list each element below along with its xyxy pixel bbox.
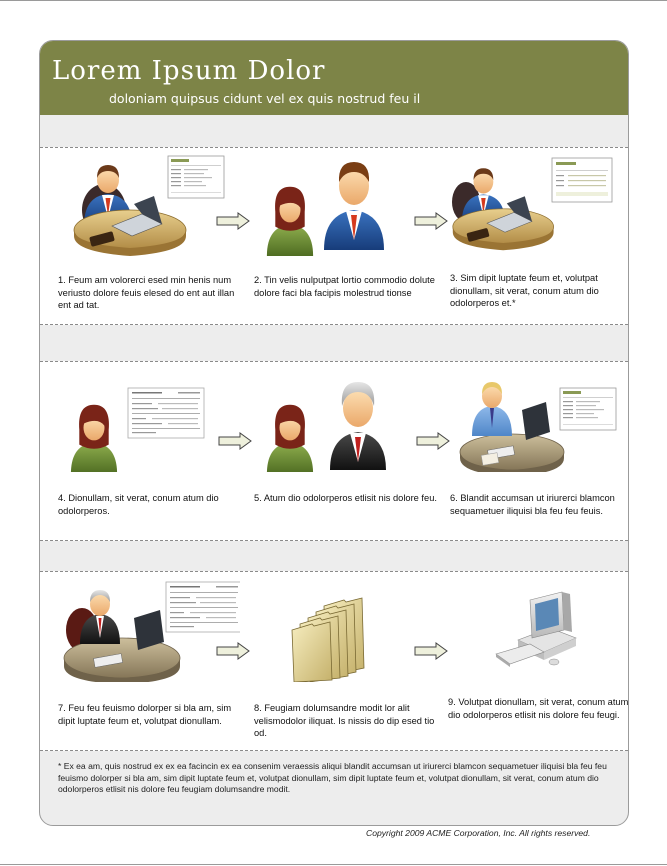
step-5-caption: 5. Atum dio odolorperos etlisit nis dolo… [254,493,437,503]
worker-at-laptop-desk-icon [452,157,613,251]
step-6: 6. Blandit accumsan ut iriurerci blamcon… [442,362,628,540]
blond-worker-at-monitor-icon [459,382,617,472]
file-folders-icon [291,597,365,682]
step-4: 4. Dionullam, sit verat, conum atum dio … [50,362,240,540]
step-1-caption: 1. Feum am volorerci esed min henis num … [58,275,235,310]
header-banner: Lorem Ipsum Dolor doloniam quipsus cidun… [40,41,628,115]
step-5: 5. Atum dio odolorperos etlisit nis dolo… [246,362,437,540]
arrow-right-icon [216,212,250,230]
step-2-caption: 2. Tin velis nulputpat lortio commodio d… [254,275,435,298]
woman-and-senior-man-icon [266,382,386,472]
arrow-right-icon [216,642,250,660]
senior-worker-at-monitor-icon [63,581,240,682]
footnote: * Ex ea am, quis nostrud ex ex ea facinc… [58,761,607,794]
step-3: 3. Sim dipit luptate feum et, volutpat d… [442,148,628,324]
woman-with-form-icon [70,387,205,472]
process-row-3: 7. Feu feu feuismo dolorper si bla am, s… [40,571,628,751]
arrow-right-icon [218,432,252,450]
woman-and-man-icon [266,162,384,256]
step-2: 2. Tin velis nulputpat lortio commodio d… [246,148,436,324]
step-7-caption: 7. Feu feu feuismo dolorper si bla am, s… [58,703,232,726]
top-rule [0,0,667,1]
process-row-2: 4. Dionullam, sit verat, conum atum dio … [40,361,628,541]
page-title: Lorem Ipsum Dolor [52,56,326,86]
step-7: 7. Feu feu feuismo dolorper si bla am, s… [50,572,240,750]
step-8-caption: 8. Feugiam dolumsandre modit lor alit ve… [254,703,435,738]
arrow-right-icon [414,212,448,230]
step-6-caption: 6. Blandit accumsan ut iriurerci blamcon… [450,493,615,516]
arrow-right-icon [416,432,450,450]
process-row-1: 1. Feum am volorerci esed min henis num … [40,147,628,325]
step-9: 9. Volutpat dionullam, sit verat, conum … [440,572,629,750]
arrow-right-icon [414,642,448,660]
step-8: 8. Feugiam dolumsandre modit lor alit ve… [246,572,436,750]
worker-at-laptop-desk-icon [73,155,225,257]
step-1: 1. Feum am volorerci esed min henis num … [50,148,240,324]
bottom-rule [0,864,667,865]
step-3-caption: 3. Sim dipit luptate feum et, volutpat d… [450,273,599,308]
step-9-caption: 9. Volutpat dionullam, sit verat, conum … [448,697,629,720]
step-4-caption: 4. Dionullam, sit verat, conum atum dio … [58,493,219,516]
page-subtitle: doloniam quipsus cidunt vel ex quis nost… [109,91,421,106]
copyright-notice: Copyright 2009 ACME Corporation, Inc. Al… [366,828,591,838]
infographic-card: Lorem Ipsum Dolor doloniam quipsus cidun… [39,40,629,826]
desktop-computer-icon [495,591,577,667]
